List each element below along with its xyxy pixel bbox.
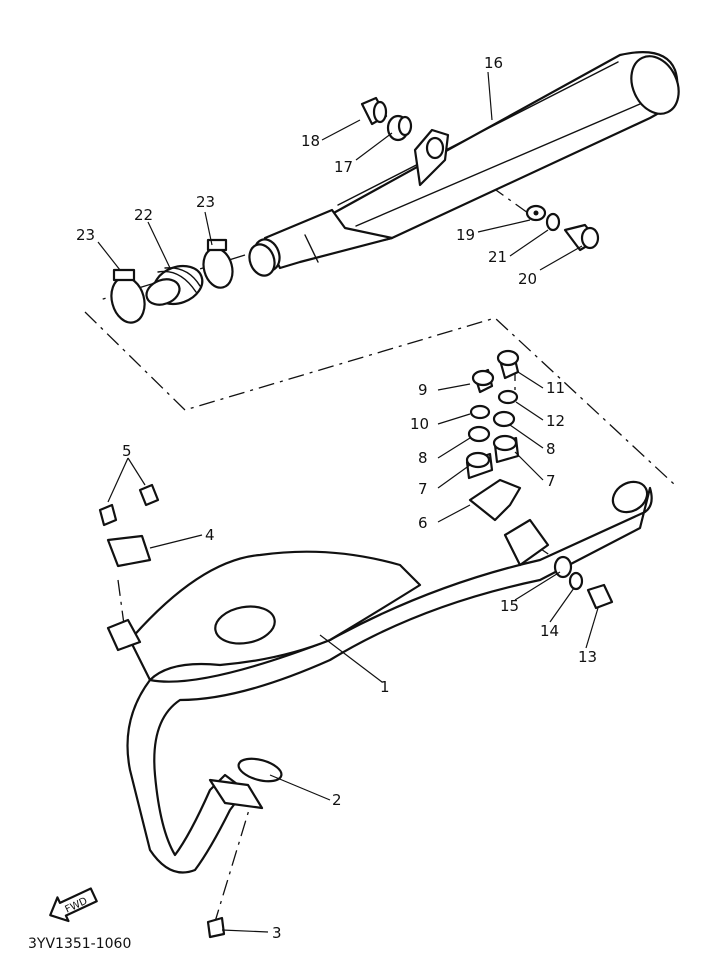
callout-6: 6: [418, 514, 428, 532]
callout-21: 21: [488, 248, 507, 266]
callout-14: 14: [540, 622, 559, 640]
callout-9: 9: [418, 381, 428, 399]
callout-19: 19: [456, 226, 475, 244]
muffler-fasteners: [360, 96, 600, 252]
mount-hardware: [465, 349, 522, 522]
callout-7-left: 7: [418, 480, 428, 498]
callout-2: 2: [332, 791, 342, 809]
callout-22: 22: [134, 206, 153, 224]
joint-clamps: [110, 238, 276, 324]
callout-4: 4: [205, 526, 215, 544]
callout-13: 13: [578, 648, 597, 666]
callout-12: 12: [546, 412, 565, 430]
leader-lines: [97, 71, 599, 933]
callout-7-right: 7: [546, 472, 556, 490]
callout-11: 11: [546, 379, 565, 397]
callout-23-right: 23: [196, 193, 215, 211]
callout-18: 18: [301, 132, 320, 150]
callout-17: 17: [334, 158, 353, 176]
callout-16: 16: [484, 54, 503, 72]
callout-1: 1: [380, 678, 390, 696]
assembly-lines: [84, 149, 676, 926]
callout-labels: 16 18 17 23 22 23 19 21 20 5 4 9 10 8 7 …: [76, 54, 597, 942]
callout-23-left: 23: [76, 226, 95, 244]
exhaust-pipe-part: [98, 480, 653, 939]
callout-5: 5: [122, 442, 132, 460]
callout-8-right: 8: [546, 440, 556, 458]
callout-10: 10: [410, 415, 429, 433]
callout-8-left: 8: [418, 449, 428, 467]
callout-3: 3: [272, 924, 282, 942]
callout-20: 20: [518, 270, 537, 288]
fwd-arrow: FWD: [49, 887, 98, 923]
callout-15: 15: [500, 597, 519, 615]
diagram-code: 3YV1351-1060: [28, 936, 131, 952]
